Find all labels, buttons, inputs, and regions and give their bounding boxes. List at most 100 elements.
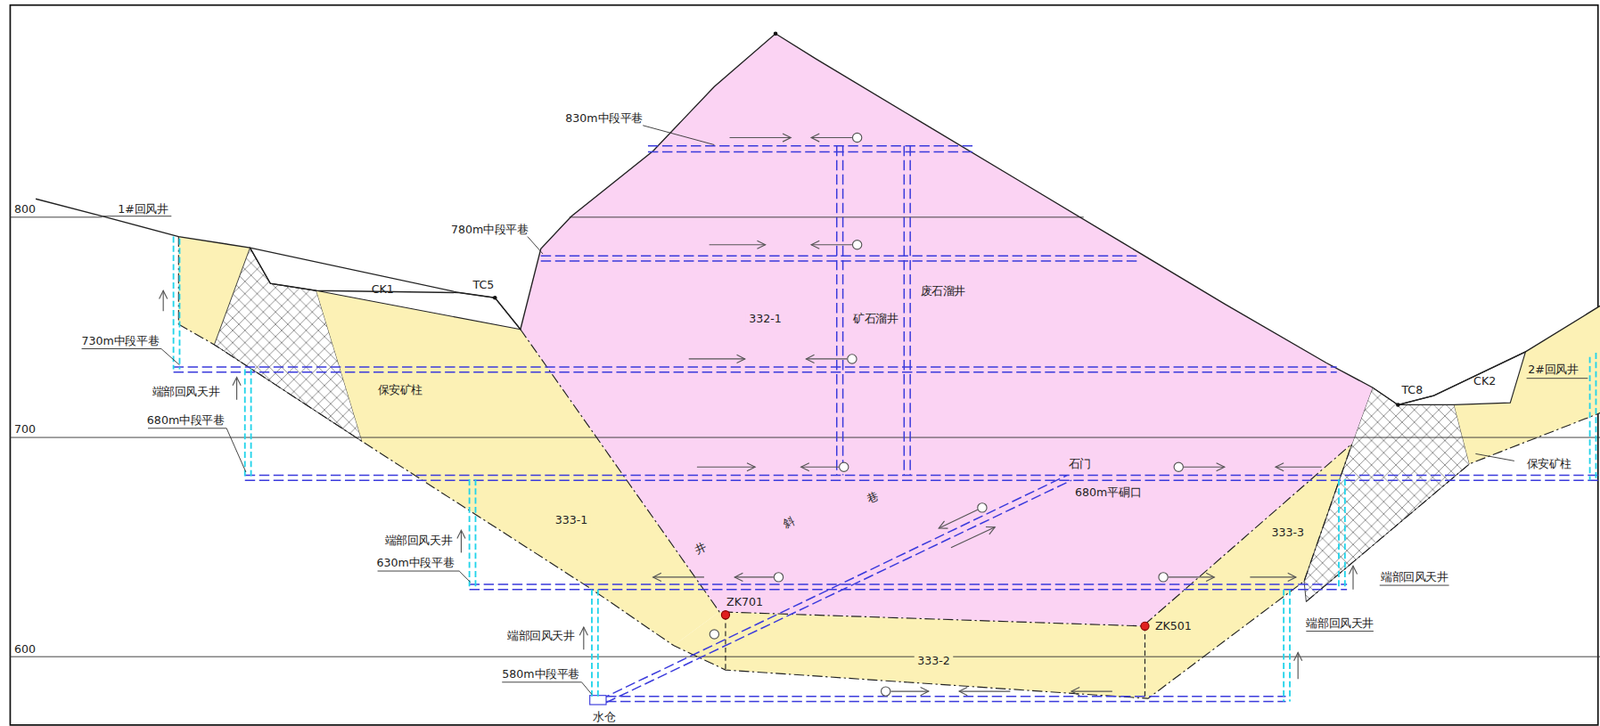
arrow-head <box>1275 463 1284 472</box>
arrow-shaft <box>959 691 1010 693</box>
drawing-part <box>377 571 471 583</box>
drill-hole <box>721 611 730 620</box>
drawing-part <box>9 437 1600 439</box>
drill-lines <box>725 615 1146 699</box>
section-label: 730m中段平巷 <box>82 334 160 348</box>
arrow-shaft <box>1352 566 1354 590</box>
peak-point <box>773 31 779 36</box>
arrow-shaft <box>938 509 978 529</box>
arrow-shaft <box>1275 467 1322 468</box>
drawing-part <box>468 479 471 591</box>
drawing-part <box>527 237 543 255</box>
arrow-shaft <box>951 527 995 549</box>
arrow-shaft <box>805 358 847 360</box>
arrow-head <box>920 688 929 697</box>
drawing-part <box>1526 377 1589 379</box>
drawing-part <box>9 216 102 218</box>
drawing-part <box>724 615 726 671</box>
arrow-tail <box>847 354 857 364</box>
drawing-part <box>469 583 1348 585</box>
arrow-head <box>1294 653 1303 662</box>
section-label: 700 <box>14 422 36 436</box>
arrow-tail <box>852 132 862 142</box>
arrow-tail <box>1158 573 1168 583</box>
arrow-shaft <box>697 467 755 468</box>
section-label: 800 <box>14 202 36 216</box>
pit-ck1 <box>249 247 520 330</box>
arrow-head <box>805 354 814 363</box>
drawing-part <box>1305 631 1374 632</box>
arrow-head <box>959 688 968 697</box>
block-name: 333-1 <box>555 513 589 527</box>
arrow-head <box>1216 463 1225 472</box>
arrow-shaft <box>1297 653 1299 681</box>
arrow-shaft <box>811 137 853 139</box>
arrow-shaft <box>1168 576 1215 578</box>
ore-fill-pink <box>520 33 1373 627</box>
arrow-tail <box>709 630 719 640</box>
drawing-part <box>520 329 1353 627</box>
arrow-head <box>811 133 820 142</box>
arrow-shaft <box>734 576 774 578</box>
arrow-head <box>734 573 743 582</box>
section-label: 780m中段平巷 <box>451 222 529 237</box>
elevation-lines <box>9 217 1600 657</box>
drawing-part <box>842 146 844 476</box>
section-label: 600 <box>14 642 36 657</box>
drawing-part <box>475 479 477 591</box>
arrow-shaft <box>811 244 853 246</box>
drawing-part <box>469 589 1348 591</box>
level-drifts <box>173 146 1600 704</box>
drawing-part <box>648 145 975 147</box>
section-label: 580m中段平巷 <box>501 667 580 682</box>
frame <box>9 5 1598 726</box>
arrow-shaft <box>1249 576 1297 578</box>
drawing-part <box>245 475 1600 476</box>
arrow-shaft <box>653 576 705 578</box>
section-label: 端部回风天井 <box>507 629 575 643</box>
drawing-part <box>101 215 172 217</box>
arrow-shaft <box>709 244 766 246</box>
arrow-head <box>801 463 810 472</box>
section-label: CK2 <box>1473 374 1496 388</box>
section-label: 端部回风天井 <box>1305 616 1374 631</box>
section-label: 端部回风天井 <box>385 533 453 548</box>
section-label: 830m中段平巷 <box>565 111 643 125</box>
section-label: 矿石溜井 <box>853 311 898 326</box>
drawing-part <box>836 146 837 476</box>
trench-point <box>492 295 498 301</box>
arrow-head <box>1206 573 1215 582</box>
section-label: 2#回风井 <box>1527 362 1578 377</box>
drawing-part <box>178 324 1353 699</box>
drawing-part <box>590 590 593 701</box>
ground-surface <box>35 33 1600 406</box>
drawing-part <box>82 348 181 365</box>
arrow-head <box>579 627 588 636</box>
ore-fill <box>673 612 1149 699</box>
arrow-head <box>938 521 948 529</box>
ore-block: 333-1 <box>551 512 591 528</box>
arrow-head <box>782 133 791 142</box>
block-name: 332-1 <box>748 311 782 326</box>
section-label: 680m中段平巷 <box>147 413 225 427</box>
drawing-part <box>909 146 911 476</box>
drawing-part <box>591 701 1286 703</box>
arrow-head <box>756 240 765 249</box>
drawing-part <box>245 479 1600 481</box>
section-label: TC5 <box>473 278 495 292</box>
drawing-part <box>1379 585 1450 587</box>
drawing-part <box>250 369 253 477</box>
arrow-shaft <box>801 467 839 468</box>
block-name: 333-2 <box>917 654 951 668</box>
section-label: 端部回风天井 <box>152 385 221 399</box>
sump <box>590 696 607 706</box>
drawing-part <box>147 428 247 473</box>
drawing-part <box>173 366 1338 368</box>
drawing-part <box>591 696 1286 698</box>
arrow-shaft <box>163 290 165 312</box>
drawing-part <box>1475 453 1515 461</box>
drawing-part <box>173 371 1338 373</box>
arrow-shaft <box>730 137 792 139</box>
section-label: 废石溜井 <box>920 284 966 298</box>
